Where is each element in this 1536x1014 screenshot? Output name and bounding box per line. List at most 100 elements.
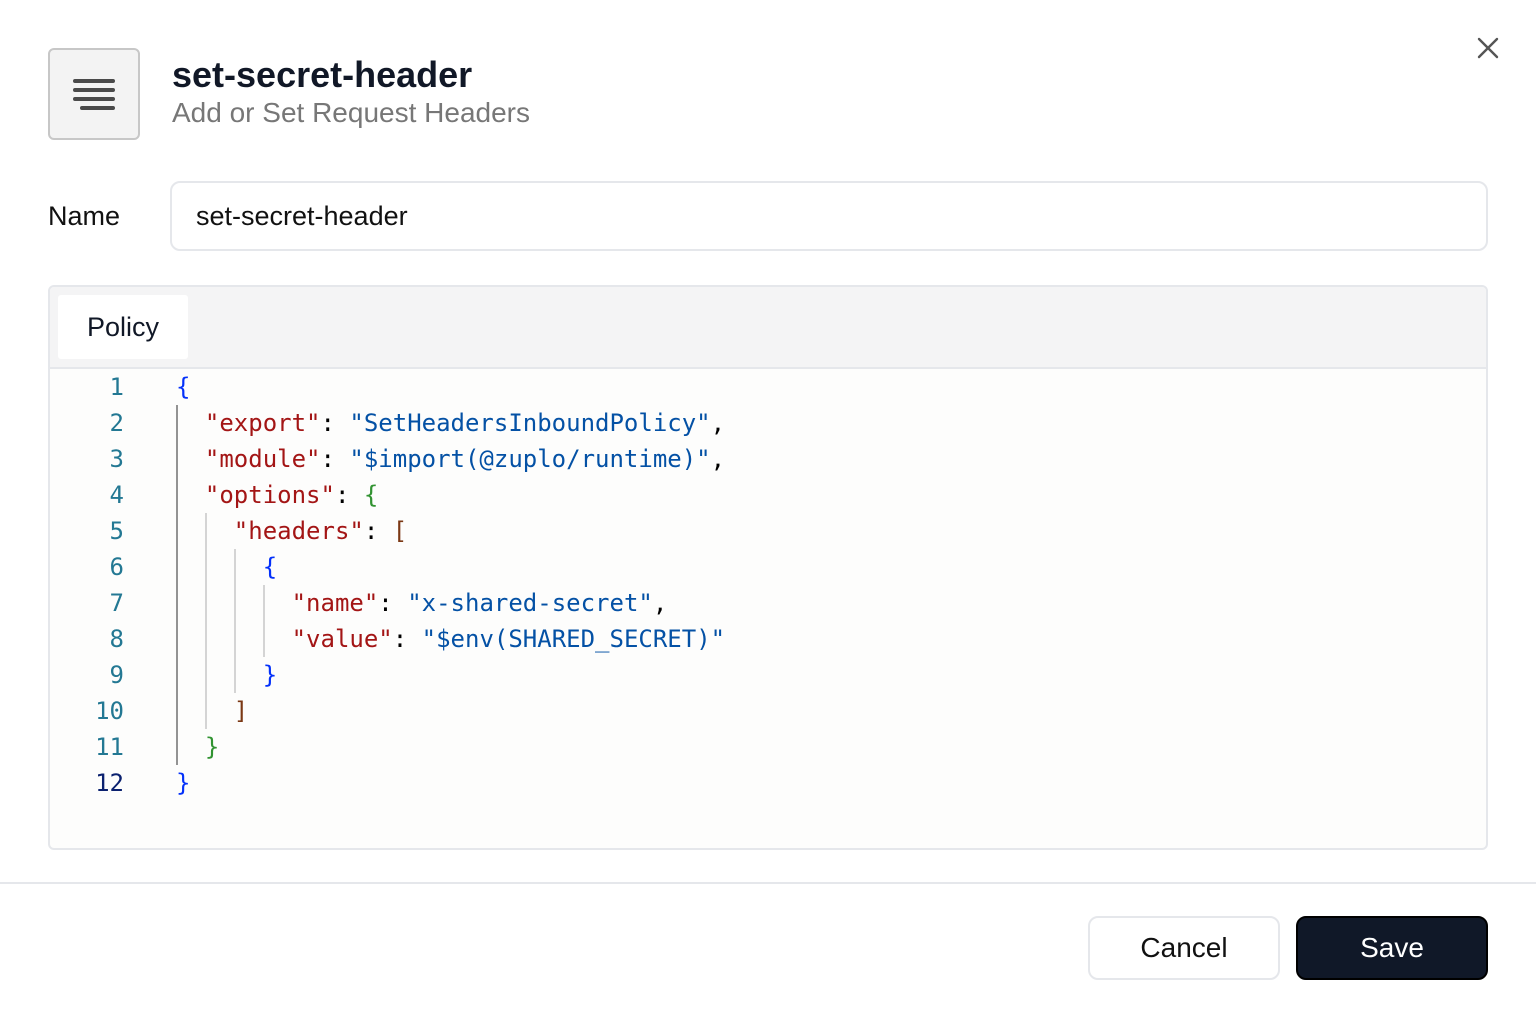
code-text: } (176, 765, 190, 801)
code-token-key: "module" (204, 445, 321, 473)
code-token-brace1: { (262, 553, 278, 581)
name-label: Name (48, 201, 121, 231)
code-token-punct: : (320, 409, 350, 437)
code-line: 7 "name": "x-shared-secret", (50, 585, 1486, 621)
code-line: 3 "module": "$import(@zuplo/runtime)", (50, 441, 1486, 477)
line-number: 3 (109, 445, 124, 473)
code-token-key: "options" (204, 481, 335, 509)
line-number: 7 (109, 589, 124, 617)
close-icon (1477, 37, 1499, 59)
code-line: 5 "headers": [ (50, 513, 1486, 549)
line-number: 12 (95, 769, 124, 797)
code-text: { (263, 549, 277, 585)
code-token-brace3: ] (233, 697, 249, 725)
code-line: 6{ (50, 549, 1486, 585)
code-line: 8 "value": "$env(SHARED_SECRET)" (50, 621, 1486, 657)
indent-guide (204, 621, 207, 657)
code-text: } (263, 657, 277, 693)
code-token-key: "name" (291, 589, 379, 617)
code-token-key: "export" (204, 409, 321, 437)
code-text: "value": "$env(SHARED_SECRET)" (292, 621, 726, 657)
code-token-brace2: { (363, 481, 379, 509)
indent-guide (176, 549, 178, 585)
code-text: "name": "x-shared-secret", (292, 585, 668, 621)
code-text: } (205, 729, 219, 765)
code-token-string: "$env(SHARED_SECRET)" (421, 625, 726, 653)
indent-guide (262, 621, 265, 657)
line-number: 4 (109, 481, 124, 509)
line-number: 1 (109, 373, 124, 401)
indent-guide (233, 621, 236, 657)
code-text: "options": { (205, 477, 378, 513)
line-number: 6 (109, 553, 124, 581)
code-line: 1{ (50, 369, 1486, 405)
code-token-brace1: { (176, 373, 191, 401)
policy-panel: Policy 1{2"export": "SetHeadersInboundPo… (48, 285, 1488, 850)
line-number: 11 (95, 733, 124, 761)
code-text: "module": "$import(@zuplo/runtime)", (205, 441, 725, 477)
indent-guide (176, 441, 178, 477)
code-line: 2 "export": "SetHeadersInboundPolicy", (50, 405, 1486, 441)
indent-guide (233, 657, 236, 693)
code-token-punct: , (652, 589, 668, 617)
line-number: 9 (109, 661, 124, 689)
code-text: ] (234, 693, 248, 729)
dialog-subtitle: Add or Set Request Headers (172, 97, 530, 128)
indent-guide (204, 693, 207, 729)
code-text: { (176, 369, 190, 405)
code-line: 11} (50, 729, 1486, 765)
line-number: 8 (109, 625, 124, 653)
code-token-string: "SetHeadersInboundPolicy" (349, 409, 711, 437)
dialog-title: set-secret-header (172, 54, 473, 95)
code-line: 9} (50, 657, 1486, 693)
indent-guide (176, 621, 178, 657)
indent-guide (176, 405, 178, 441)
indent-guide (176, 657, 178, 693)
code-line: 10] (50, 693, 1486, 729)
indent-guide (204, 657, 207, 693)
close-button[interactable] (1474, 34, 1502, 62)
indent-guide (262, 585, 265, 621)
line-number: 5 (109, 517, 124, 545)
code-token-punct: : (320, 445, 350, 473)
save-button[interactable]: Save (1296, 916, 1488, 980)
code-token-punct: : (378, 589, 408, 617)
code-text: "export": "SetHeadersInboundPolicy", (205, 405, 725, 441)
indent-guide (176, 729, 178, 765)
indent-guide (204, 549, 207, 585)
tab-bar: Policy (50, 287, 1486, 369)
indent-guide (204, 513, 207, 549)
code-text: "headers": [ (234, 513, 407, 549)
line-number: 10 (95, 697, 124, 725)
code-editor[interactable]: 1{2"export": "SetHeadersInboundPolicy",3… (50, 369, 1486, 801)
indent-guide (176, 585, 178, 621)
indent-guide (233, 549, 236, 585)
footer-divider (0, 882, 1536, 884)
line-number: 2 (109, 409, 124, 437)
code-token-brace1: } (262, 661, 278, 689)
code-token-key: "value" (291, 625, 393, 653)
code-token-punct: , (710, 445, 726, 473)
code-token-string: "x-shared-secret" (407, 589, 653, 617)
code-token-punct: , (710, 409, 726, 437)
indent-guide (233, 585, 236, 621)
indent-guide (176, 513, 178, 549)
code-token-string: "$import(@zuplo/runtime)" (349, 445, 711, 473)
code-line: 12} (50, 765, 1486, 801)
code-token-key: "headers" (233, 517, 364, 545)
code-line: 4 "options": { (50, 477, 1486, 513)
policy-icon-box (48, 48, 140, 140)
cancel-button[interactable]: Cancel (1088, 916, 1280, 980)
align-right-lines-icon (73, 79, 115, 110)
code-token-punct: : (363, 517, 393, 545)
code-token-punct: : (334, 481, 364, 509)
tab-policy[interactable]: Policy (58, 295, 188, 359)
code-token-brace1: } (176, 769, 191, 797)
code-token-brace2: } (204, 733, 220, 761)
name-input[interactable] (170, 181, 1488, 251)
code-token-brace3: [ (392, 517, 408, 545)
indent-guide (204, 585, 207, 621)
code-token-punct: : (392, 625, 422, 653)
indent-guide (176, 477, 178, 513)
indent-guide (176, 693, 178, 729)
